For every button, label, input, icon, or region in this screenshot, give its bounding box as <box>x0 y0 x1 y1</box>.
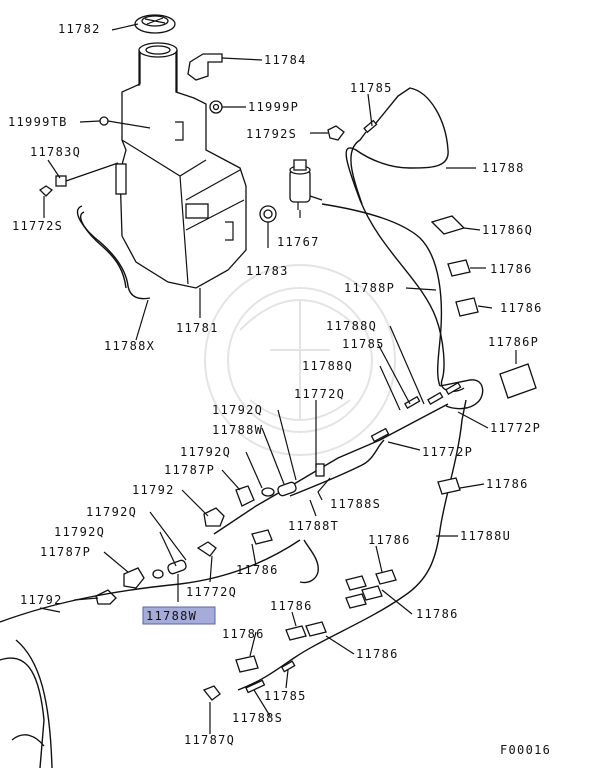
label-11788p[interactable]: 11788P <box>344 281 395 295</box>
label-11792[interactable]: 11792 <box>132 483 175 497</box>
label-11772q[interactable]: 11772Q <box>294 387 345 401</box>
label-11788w[interactable]: 11788W <box>212 423 263 437</box>
label-11772p[interactable]: 11772P <box>422 445 473 459</box>
bracket <box>187 53 223 81</box>
label-11782[interactable]: 11782 <box>58 22 101 36</box>
watermark-emblem <box>204 264 396 456</box>
label-11785[interactable]: 11785 <box>342 337 385 351</box>
label-11786p[interactable]: 11786P <box>488 335 539 349</box>
label-11785[interactable]: 11785 <box>264 689 307 703</box>
label-11772s[interactable]: 11772S <box>12 219 63 233</box>
label-11783[interactable]: 11783 <box>246 264 289 278</box>
label-11788x[interactable]: 11788X <box>104 339 155 353</box>
figure-code: F00016 <box>500 743 551 757</box>
label-11786[interactable]: 11786 <box>236 563 279 577</box>
label-11999p[interactable]: 11999P <box>248 100 299 114</box>
label-11772q[interactable]: 11772Q <box>186 585 237 599</box>
nozzles <box>95 481 297 701</box>
hose-clip <box>38 185 54 197</box>
label-11786[interactable]: 11786 <box>222 627 265 641</box>
connector-s <box>327 125 345 141</box>
label-11787p[interactable]: 11787P <box>164 463 215 477</box>
label-11772p[interactable]: 11772P <box>490 421 541 435</box>
label-11788u[interactable]: 11788U <box>460 529 511 543</box>
label-11792[interactable]: 11792 <box>20 593 63 607</box>
label-11788q[interactable]: 11788Q <box>302 359 353 373</box>
label-11792q[interactable]: 11792Q <box>180 445 231 459</box>
label-11783q[interactable]: 11783Q <box>30 145 81 159</box>
label-11786[interactable]: 11786 <box>500 301 543 315</box>
grommet-q <box>55 162 119 187</box>
label-11784[interactable]: 11784 <box>264 53 307 67</box>
label-11786[interactable]: 11786 <box>368 533 411 547</box>
leader-lines <box>43 23 517 734</box>
label-11788[interactable]: 11788 <box>482 161 525 175</box>
label-11786q[interactable]: 11786Q <box>482 223 533 237</box>
label-11788s[interactable]: 11788S <box>232 711 283 725</box>
label-11787p[interactable]: 11787P <box>40 545 91 559</box>
highlight-box <box>142 606 216 625</box>
label-11792q[interactable]: 11792Q <box>212 403 263 417</box>
label-11786[interactable]: 11786 <box>270 599 313 613</box>
pump-seal <box>259 205 277 223</box>
part-labels: 11782 11784 11785 11999TB 11999P 11792S … <box>8 22 551 757</box>
washer-tank <box>115 42 247 289</box>
label-11999tb[interactable]: 11999TB <box>8 115 68 129</box>
label-11792s[interactable]: 11792S <box>246 127 297 141</box>
label-11767[interactable]: 11767 <box>277 235 320 249</box>
label-11786[interactable]: 11786 <box>356 647 399 661</box>
label-11788q[interactable]: 11788Q <box>326 319 377 333</box>
label-11785[interactable]: 11785 <box>350 81 393 95</box>
label-11786[interactable]: 11786 <box>486 477 529 491</box>
label-11787q[interactable]: 11787Q <box>184 733 235 747</box>
label-11786[interactable]: 11786 <box>416 607 459 621</box>
label-11788t[interactable]: 11788T <box>288 519 339 533</box>
insulator-pads <box>235 215 537 673</box>
tank-cap <box>134 14 176 34</box>
grommet <box>209 100 223 114</box>
label-11792q[interactable]: 11792Q <box>86 505 137 519</box>
drain-hose <box>76 205 151 300</box>
hose-joints <box>280 119 462 673</box>
label-11792q[interactable]: 11792Q <box>54 525 105 539</box>
label-11788s[interactable]: 11788S <box>330 497 381 511</box>
label-11788w-highlighted[interactable]: 11788W <box>146 609 197 623</box>
label-11781[interactable]: 11781 <box>176 321 219 335</box>
bumper-outline <box>0 539 301 768</box>
washer-pump <box>289 159 323 210</box>
label-11786[interactable]: 11786 <box>490 262 533 276</box>
